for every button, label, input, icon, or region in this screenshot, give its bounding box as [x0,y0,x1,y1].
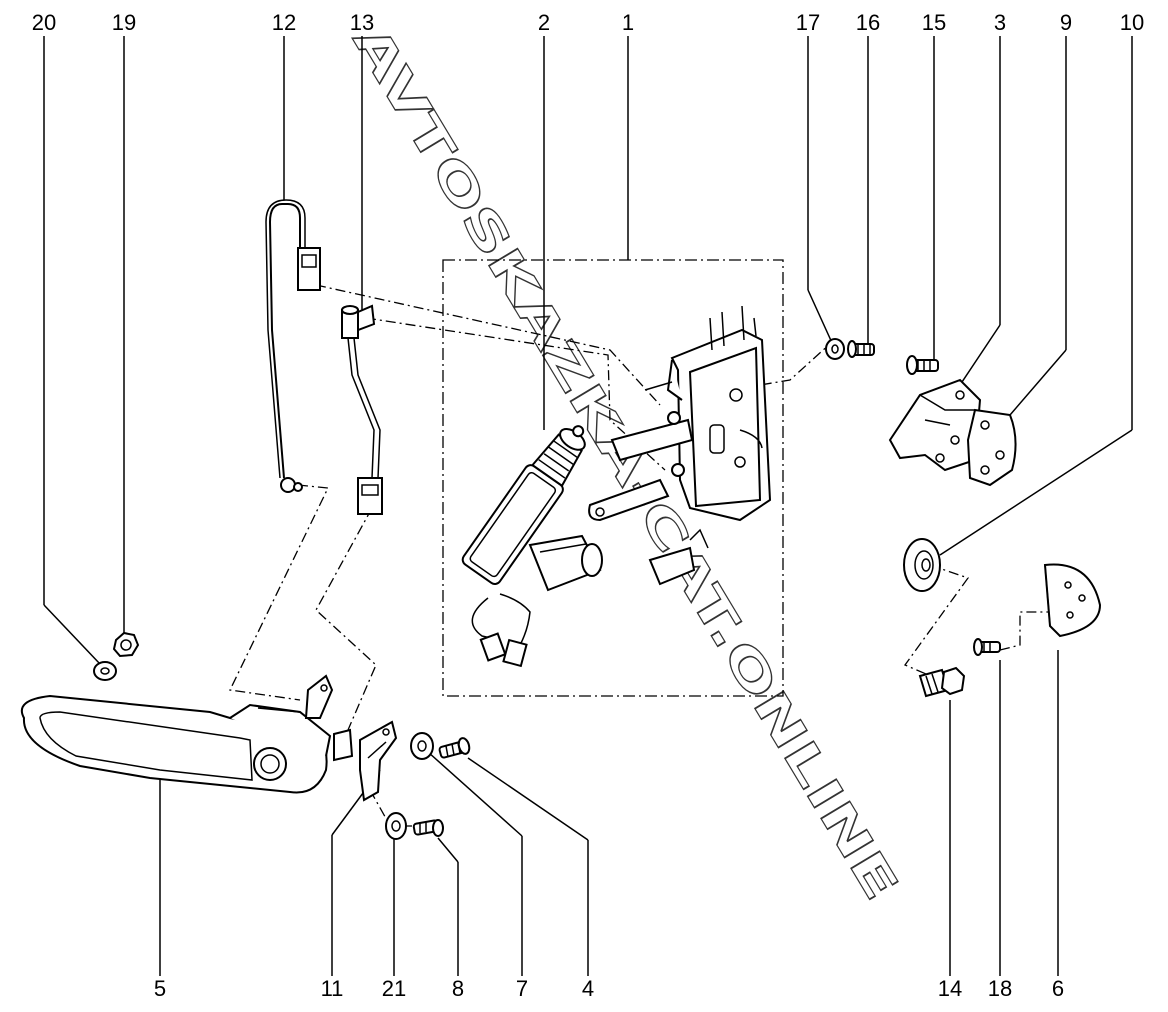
callout-6: 6 [1052,976,1064,1001]
callout-2: 2 [538,10,550,35]
lock-assembly-group-box [442,259,784,697]
callout-13: 13 [350,10,374,35]
callout-8: 8 [452,976,464,1001]
leader-lines [43,36,1133,976]
callout-9: 9 [1060,10,1072,35]
callout-18: 18 [988,976,1012,1001]
callout-17: 17 [796,10,820,35]
callout-10: 10 [1120,10,1144,35]
shim-plate-part-9 [966,408,1017,487]
screw-part-8 [412,819,444,837]
washer-part-17 [825,338,845,360]
callouts-top: 20 19 12 13 2 1 17 16 15 3 9 10 [32,10,1144,35]
callout-21: 21 [382,976,406,1001]
callout-16: 16 [856,10,880,35]
callout-14: 14 [938,976,962,1001]
screw-part-16 [847,340,875,358]
callout-19: 19 [112,10,136,35]
callout-7: 7 [516,976,528,1001]
callout-1: 1 [622,10,634,35]
actuator-wires [471,593,531,668]
cover-plate-part-6 [1043,563,1102,638]
nut-part-19 [112,631,140,658]
callout-12: 12 [272,10,296,35]
rod-part-13 [341,304,383,515]
actuator-motor-can [528,534,603,592]
star-washer-part-21 [385,812,407,840]
watermark: AVTOSKAZKA-CAT.ONLINE [343,16,909,910]
callouts-bottom: 5 11 21 8 7 4 14 18 6 [154,976,1064,1001]
rod-part-12 [265,199,321,493]
callout-4: 4 [582,976,594,1001]
callout-20: 20 [32,10,56,35]
striker-part-3 [888,378,982,472]
screw-part-18 [973,638,1001,656]
washer-part-20 [93,661,117,681]
actuator-part-2 [461,425,586,585]
grommet-part-10 [903,538,941,592]
bracket-part-11 [359,720,398,802]
callout-3: 3 [994,10,1006,35]
callout-15: 15 [922,10,946,35]
lock-body-part-1 [588,305,772,586]
star-washer-part-7 [410,732,434,760]
screw-part-4 [438,737,471,759]
callout-5: 5 [154,976,166,1001]
callout-11: 11 [321,976,344,1001]
screw-part-15 [906,355,939,375]
bolt-part-14 [918,666,966,698]
outside-handle-part-5 [20,674,354,794]
